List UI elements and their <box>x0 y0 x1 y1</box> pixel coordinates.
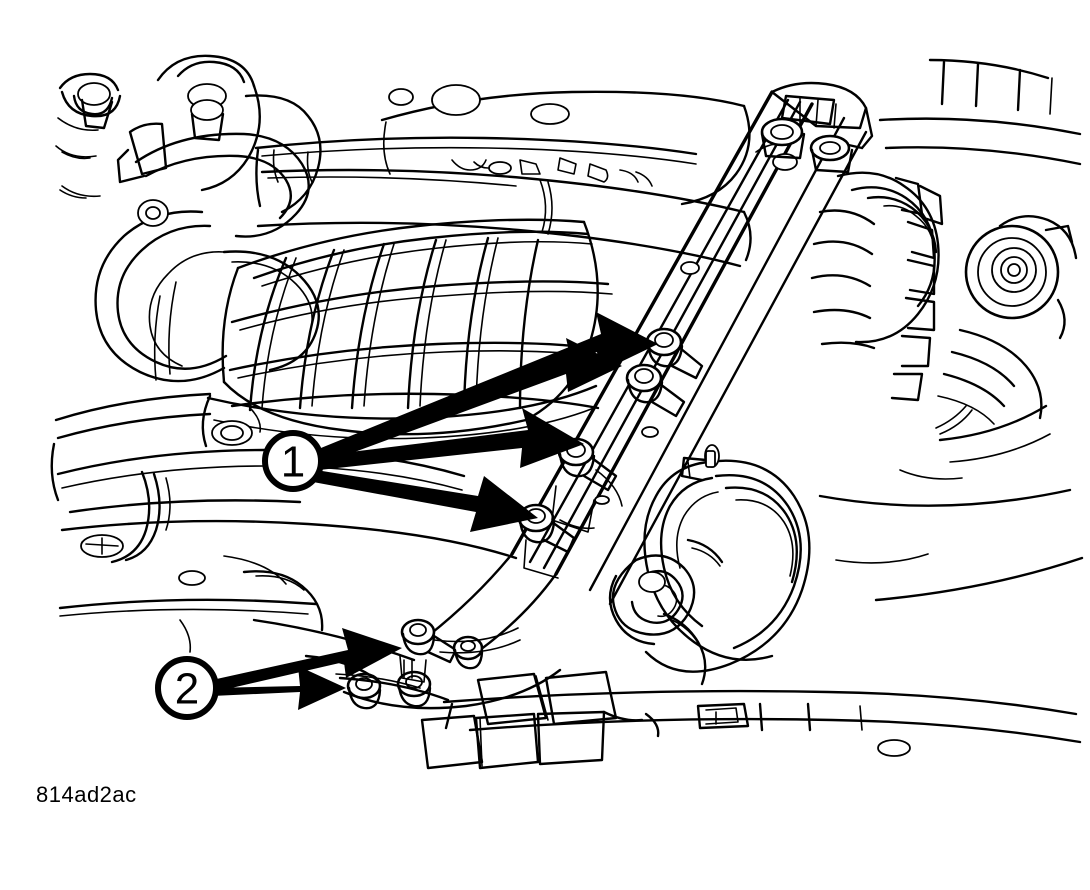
beam-boss-upper-2 <box>809 134 854 174</box>
callout-1-arrow-c <box>313 470 538 532</box>
callout-1-arrows <box>313 312 658 532</box>
callout-2-arrow-a <box>212 628 402 692</box>
upper-left-suspension-group <box>55 54 322 383</box>
right-ribbed-assembly-group <box>810 58 1082 507</box>
beam-boss-upper-1 <box>760 117 806 160</box>
callout-1-label: 1 <box>281 438 305 487</box>
crossmember-beam-group <box>342 81 874 710</box>
bolt-2a <box>400 618 458 664</box>
floor-pan-panel-group <box>254 84 752 268</box>
callout-marker-2[interactable]: 2 <box>155 656 219 720</box>
callout-2-label: 2 <box>175 665 199 714</box>
curved-hanger-bracket-group <box>608 444 811 686</box>
callout-marker-1[interactable]: 1 <box>262 430 324 492</box>
callout-2-circle[interactable] <box>155 656 219 720</box>
figure-caption: 814ad2ac <box>36 782 137 807</box>
lower-body-panel-group <box>50 392 518 662</box>
callout-2-arrows <box>212 628 402 710</box>
bolt-1a <box>645 327 704 380</box>
lattice-heat-shield-group <box>153 218 613 448</box>
callout-1-circle[interactable] <box>262 430 324 492</box>
hub-bearing-group <box>964 214 1078 340</box>
callout-1-arrow-b <box>318 408 584 470</box>
callout-2-arrow-b <box>212 666 346 710</box>
bolt-1b <box>625 363 686 418</box>
callout-1-arrow-d <box>320 338 622 464</box>
